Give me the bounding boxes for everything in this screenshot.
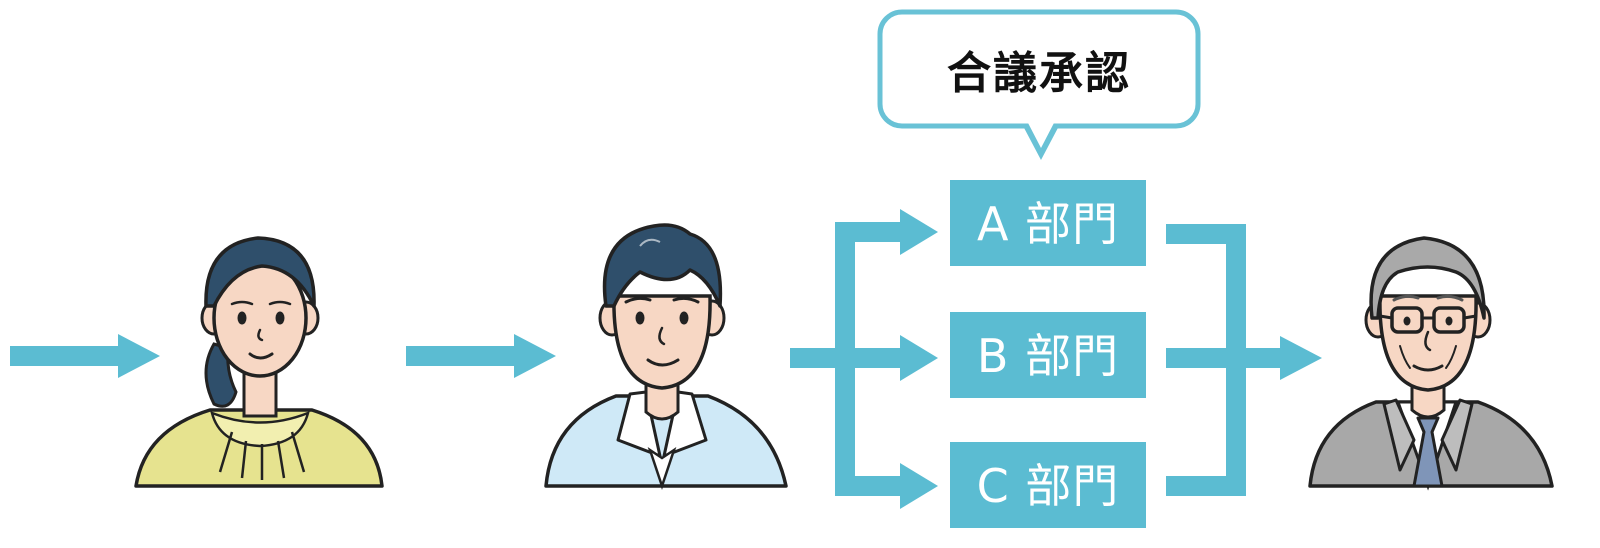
department-label-a: A 部門 [977, 197, 1119, 251]
woman-applicant-icon [134, 236, 384, 488]
department-box-a: A 部門 [950, 180, 1146, 266]
branch-connector-left [790, 209, 938, 509]
callout-label: 合議承認 [947, 48, 1131, 99]
department-box-b: B 部門 [950, 312, 1146, 398]
senior-manager-icon [1308, 236, 1554, 491]
department-box-c: C 部門 [950, 442, 1146, 528]
arrow-1-to-applicant [10, 334, 160, 378]
department-label-c: C 部門 [977, 459, 1120, 513]
department-label-b: B 部門 [977, 329, 1119, 383]
merge-connector-right [1166, 224, 1322, 496]
man-supervisor-icon [544, 223, 788, 490]
callout-bubble: 合議承認 [877, 9, 1201, 160]
arrow-2-to-supervisor [406, 334, 556, 378]
